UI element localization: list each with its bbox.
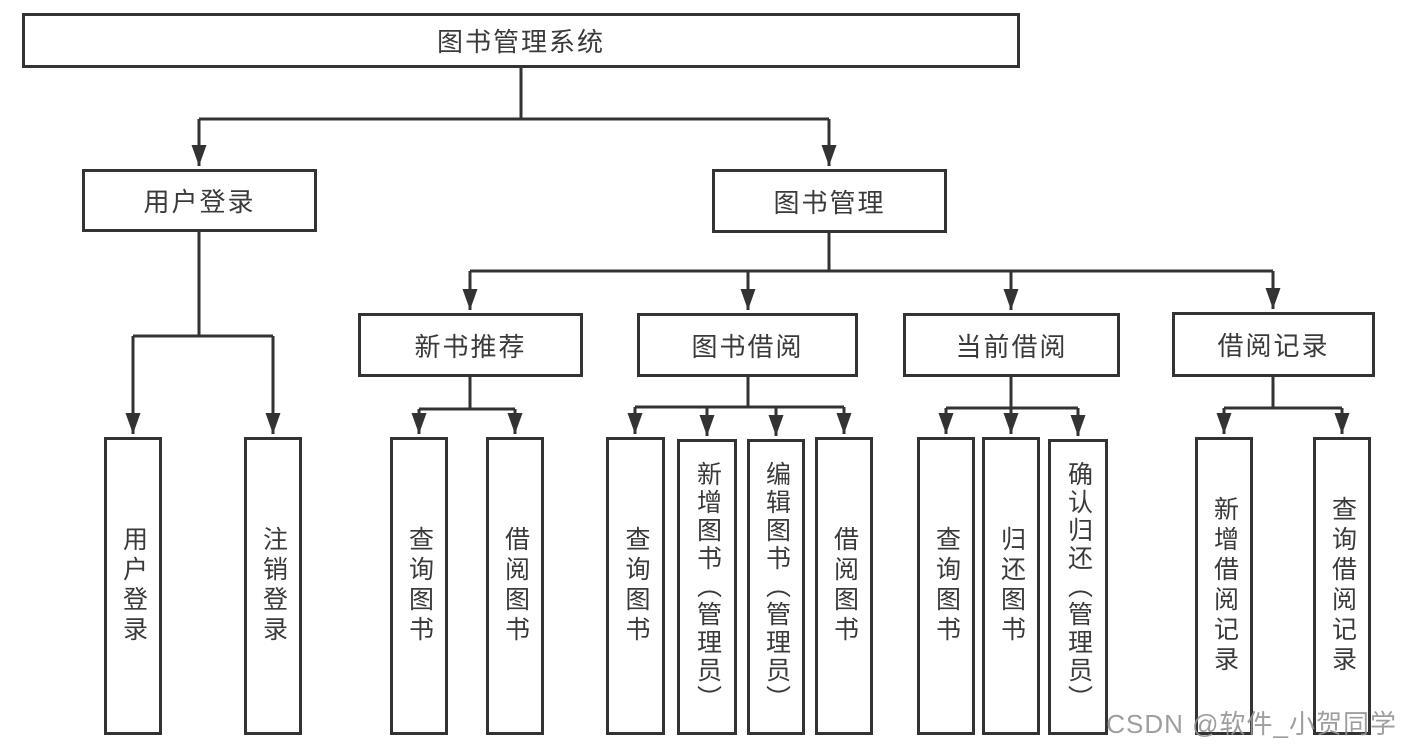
node-query-books-current: 查询图书 bbox=[917, 437, 975, 735]
node-new-book-recommendation: 新书推荐 bbox=[358, 313, 583, 377]
node-book-management-branch: 图书管理 bbox=[712, 169, 947, 233]
node-user-login-leaf: 用户登录 bbox=[104, 437, 162, 735]
node-query-books-recommend: 查询图书 bbox=[390, 437, 448, 735]
node-library-management-system: 图书管理系统 bbox=[22, 13, 1020, 68]
node-query-books-borrowing: 查询图书 bbox=[606, 437, 665, 735]
csdn-watermark: CSDN @软件_小贺同学 bbox=[1106, 709, 1397, 739]
node-edit-books-admin: 编辑图书（管理员） bbox=[747, 439, 805, 735]
node-borrowing-records: 借阅记录 bbox=[1172, 312, 1375, 377]
node-current-borrowing: 当前借阅 bbox=[903, 313, 1120, 377]
node-logout-leaf: 注销登录 bbox=[244, 437, 302, 735]
node-add-borrow-record: 新增借阅记录 bbox=[1195, 437, 1253, 735]
node-confirm-return-admin: 确认归还（管理员） bbox=[1048, 439, 1108, 735]
node-query-borrow-record: 查询借阅记录 bbox=[1313, 437, 1371, 735]
node-borrow-books-borrowing: 借阅图书 bbox=[815, 437, 873, 735]
node-add-books-admin: 新增图书（管理员） bbox=[677, 439, 737, 735]
node-return-books: 归还图书 bbox=[982, 437, 1040, 735]
node-book-borrowing: 图书借阅 bbox=[637, 313, 858, 377]
node-user-login-branch: 用户登录 bbox=[82, 169, 317, 232]
node-borrow-books-recommend: 借阅图书 bbox=[486, 437, 544, 735]
